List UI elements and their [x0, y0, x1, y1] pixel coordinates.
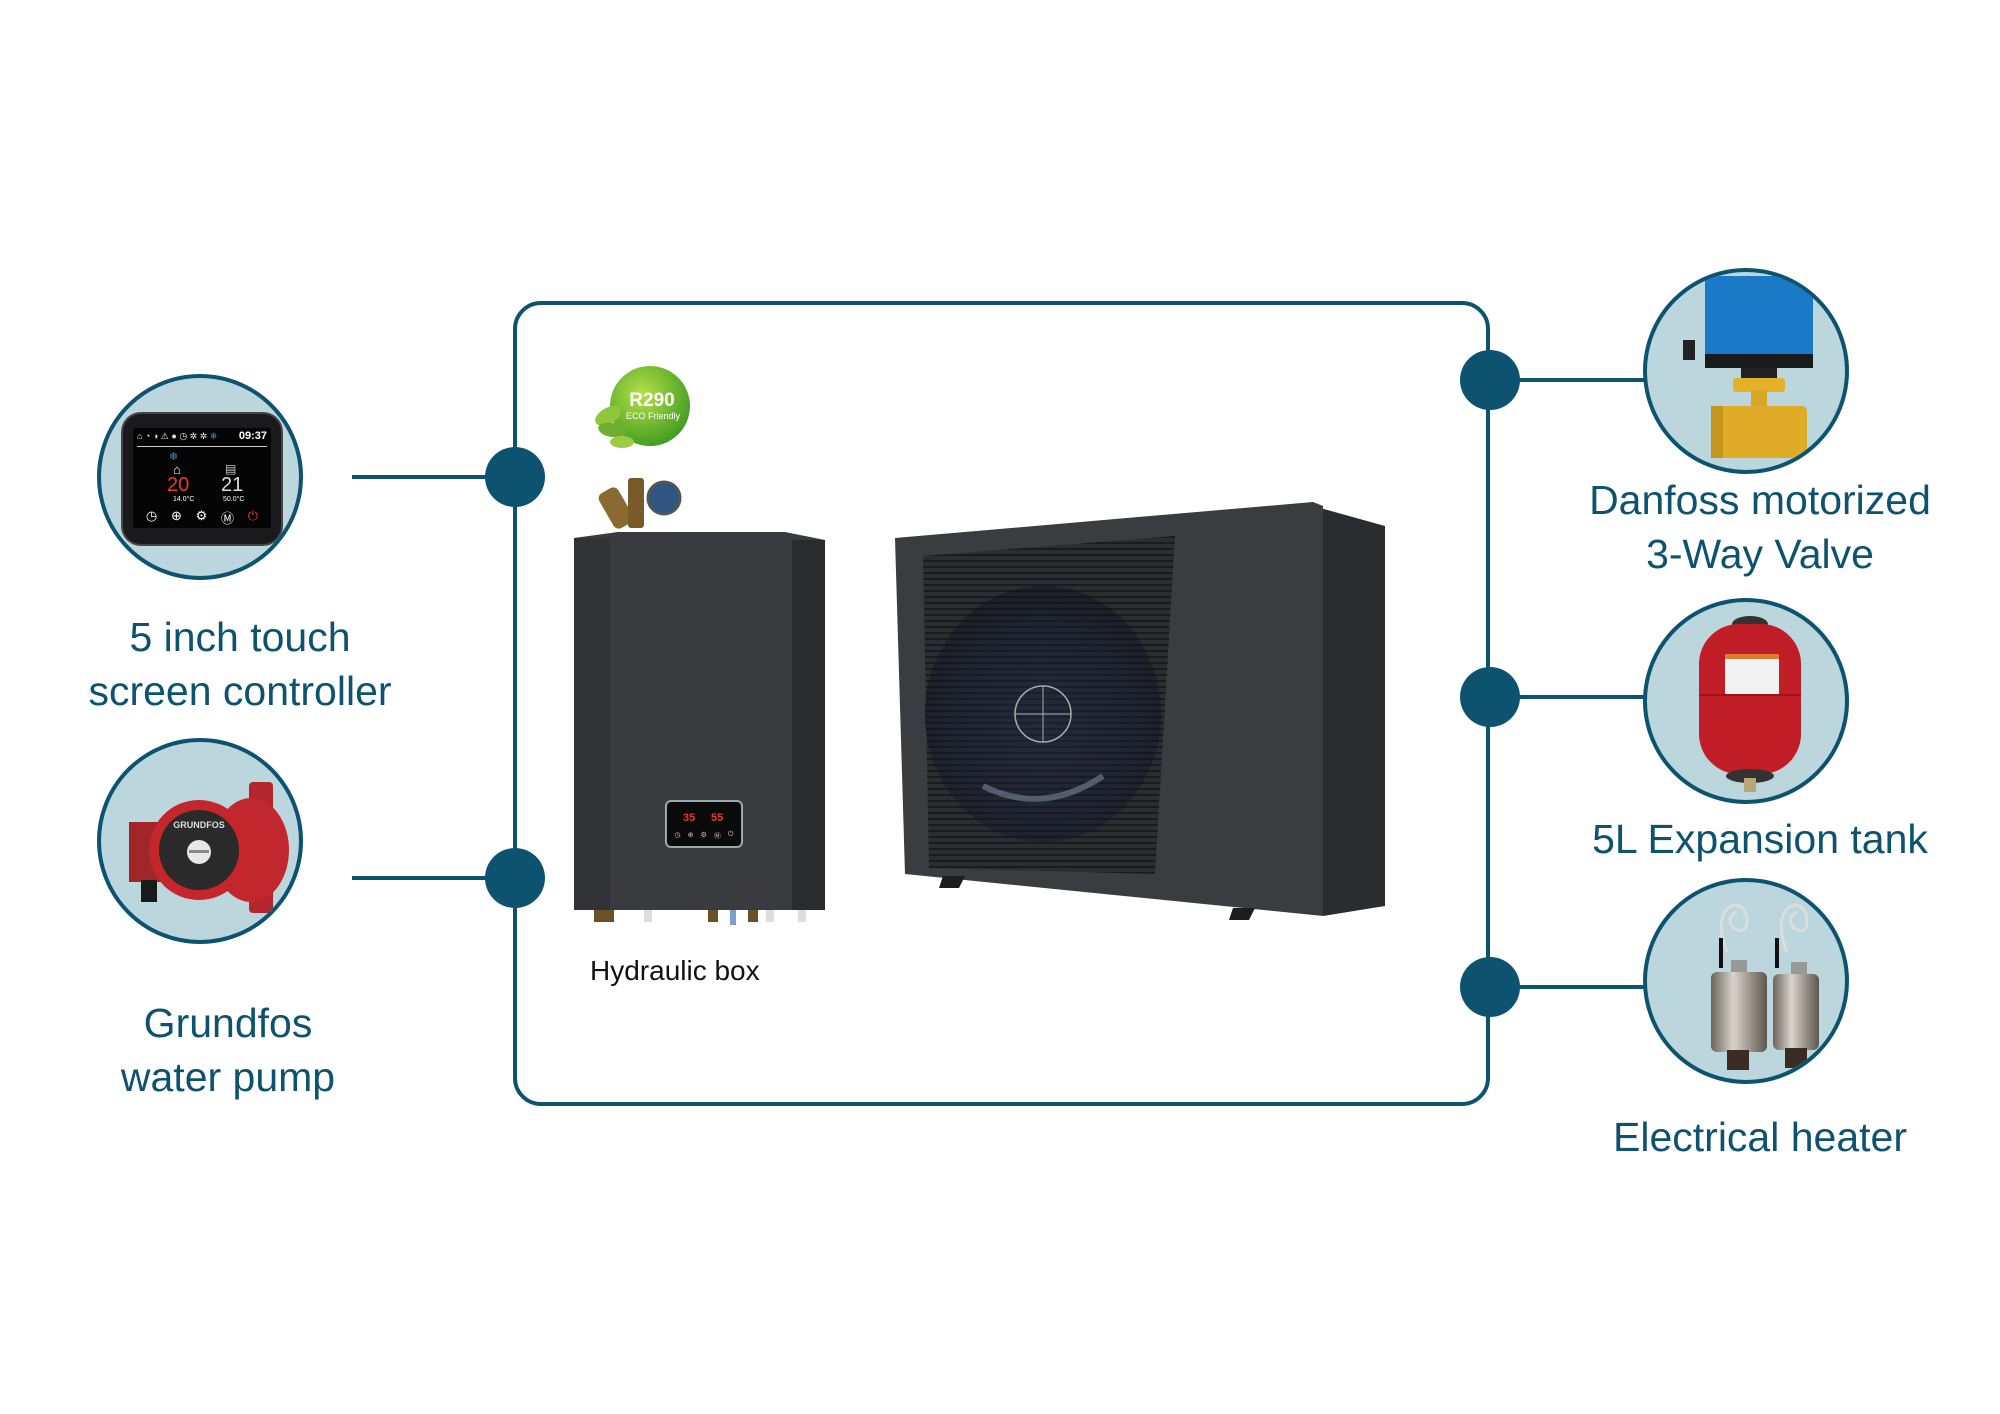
electrical-heater-illustration: [1711, 903, 1819, 1070]
right-subtemp: 50.0°C: [223, 496, 245, 503]
hydraulic-box-display: 35 55 ◷⊕⚙Ⓜ⏻: [665, 800, 743, 848]
label-line: 3-Way Valve: [1646, 531, 1874, 577]
connector-dot-tank: [1460, 667, 1520, 727]
left-subtemp: 14.0°C: [173, 496, 195, 503]
expansion-tank-label: 5L Expansion tank: [1560, 812, 1960, 866]
status-bar-icons: ⌂ ◔ ◑ ⚠ ● ◷ ✲ ✲ ❄: [137, 431, 218, 441]
screen-menu-icons: ◷ ⊕ ⚙ Ⓜ ⏻: [139, 508, 265, 527]
clock-icon: ◷: [145, 508, 158, 523]
pump-image-circle: GRUNDFOS: [97, 738, 303, 944]
connector-dot-heater: [1460, 957, 1520, 1017]
badge-subtitle: ECO Friendly: [625, 411, 680, 421]
display-buttons: ◷⊕⚙Ⓜ⏻: [674, 831, 734, 840]
label-line: Danfoss motorized: [1589, 477, 1931, 523]
pump-label: Grundfos water pump: [28, 996, 428, 1104]
globe-icon: ⊕: [170, 508, 182, 523]
mode-icon: Ⓜ: [221, 511, 235, 526]
connector-line-tank: [1515, 695, 1647, 699]
heater-image-circle: [1643, 878, 1849, 1084]
tank-icon: ▤: [225, 462, 237, 476]
hydraulic-box-label: Hydraulic box: [590, 955, 760, 986]
valve-image-circle: [1643, 268, 1849, 474]
water-pump-illustration: GRUNDFOS: [129, 782, 289, 913]
connector-dot-valve: [1460, 350, 1520, 410]
motorized-valve-illustration: [1683, 276, 1813, 458]
expansion-tank-illustration: [1699, 616, 1801, 792]
heater-label: Electrical heater: [1560, 1110, 1960, 1164]
label-line: screen controller: [88, 668, 392, 714]
controller-label: 5 inch touch screen controller: [40, 610, 440, 718]
outdoor-heat-pump-unit: [893, 496, 1413, 926]
label-line: Grundfos: [143, 1000, 313, 1046]
label-line: water pump: [120, 1054, 336, 1100]
label-line: 5 inch touch: [129, 614, 351, 660]
power-icon: ⏻: [247, 508, 259, 523]
label-line: 5L Expansion tank: [1592, 816, 1928, 862]
right-temp: 21: [221, 474, 244, 496]
connector-line-controller: [352, 475, 492, 479]
connector-dot-pump: [485, 848, 545, 908]
display-right-value: 55: [711, 812, 724, 824]
connector-line-heater: [1515, 985, 1647, 989]
badge-title: R290: [629, 390, 675, 411]
expansion-tank-image-circle: [1643, 598, 1849, 804]
display-left-value: 35: [683, 812, 696, 824]
home-icon: ⌂: [173, 462, 181, 477]
pump-brand: GRUNDFOS: [173, 820, 225, 830]
left-temp: 20: [167, 474, 190, 496]
connector-line-valve: [1515, 378, 1647, 382]
r290-eco-badge: R290 ECO Friendly: [588, 358, 698, 458]
hydraulic-box: 35 55 ◷⊕⚙Ⓜ⏻: [570, 470, 830, 925]
connector-dot-controller: [485, 447, 545, 507]
touch-screen-controller: ⌂ ◔ ◑ ⚠ ● ◷ ✲ ✲ ❄ 09:37 ❄ ⌂ 20 14.0°C ▤ …: [123, 414, 281, 544]
screen-time: 09:37: [238, 430, 267, 442]
valve-label: Danfoss motorized 3-Way Valve: [1560, 473, 1960, 581]
label-line: Electrical heater: [1613, 1114, 1907, 1160]
gear-icon: ⚙: [195, 508, 208, 523]
connector-line-pump: [352, 876, 492, 880]
snowflake-icon: ❄: [169, 451, 179, 463]
controller-image-circle: ⌂ ◔ ◑ ⚠ ● ◷ ✲ ✲ ❄ 09:37 ❄ ⌂ 20 14.0°C ▤ …: [97, 374, 303, 580]
